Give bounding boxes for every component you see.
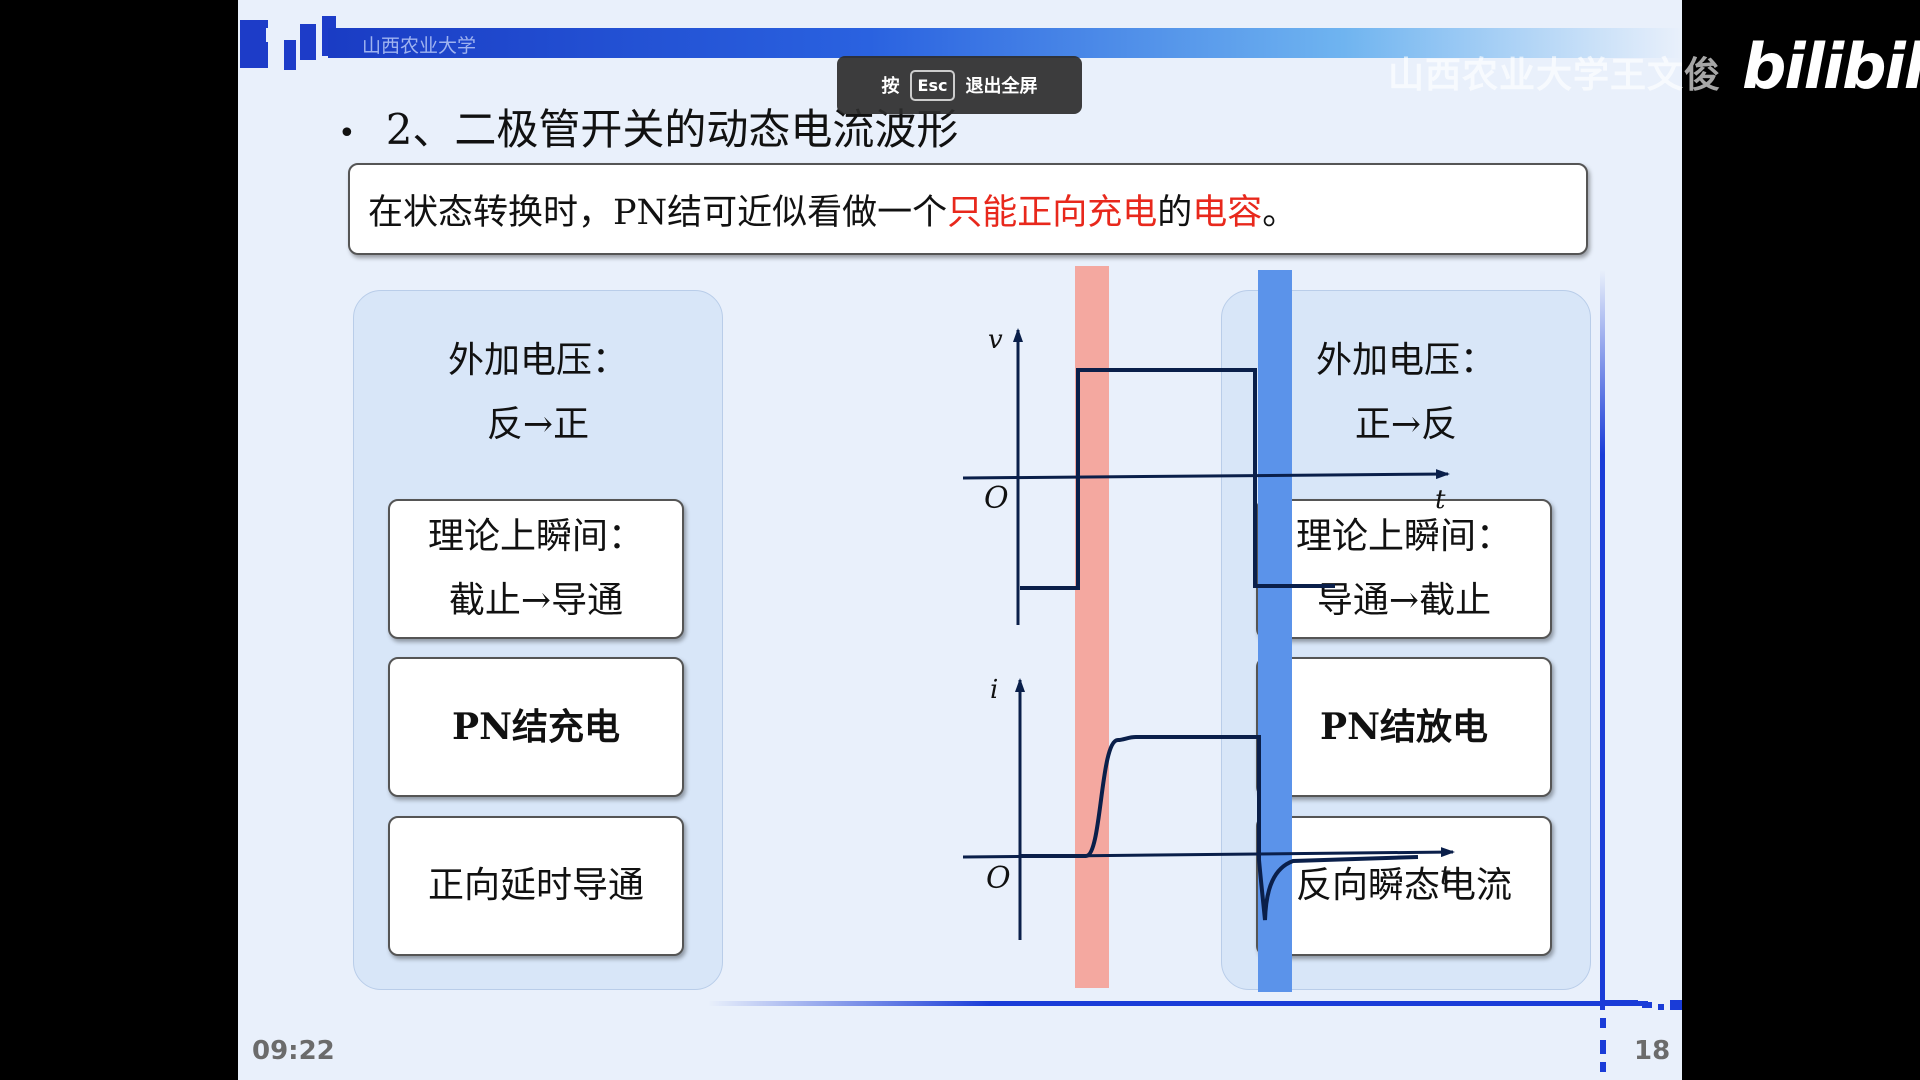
note-box: 在状态转换时，PN结可近似看做一个只能正向充电的电容。 <box>348 163 1588 255</box>
page-number: 18 <box>1634 1036 1671 1066</box>
left-card-delay: 正向延时导通 <box>388 816 684 956</box>
esc-key-badge: Esc <box>909 69 956 101</box>
exit-fullscreen-toast[interactable]: 按 Esc 退出全屏 <box>837 56 1082 114</box>
slide: 山西农业大学 •2、二极管开关的动态电流波形 在状态转换时，PN结可近似看做一个… <box>238 0 1682 1080</box>
right-head-line1: 外加电压： <box>1315 340 1496 381</box>
uploader-watermark: 山西农业大学王文俊 <box>1388 55 1722 96</box>
university-label: 山西农业大学 <box>362 35 477 57</box>
note-highlight2: 电容 <box>1192 192 1263 233</box>
origin-label-voltage: O <box>984 481 1009 516</box>
origin-label-current: O <box>986 861 1011 896</box>
left-card1-line1: 理论上瞬间： <box>427 516 644 557</box>
v-axis-label: v <box>988 325 1003 355</box>
note-part3: 。 <box>1262 192 1298 233</box>
right-card1-line2: 导通→截止 <box>1316 580 1492 621</box>
right-panel-heading: 外加电压： 正→反 <box>1222 329 1590 457</box>
t-axis-label-voltage: t <box>1435 485 1446 515</box>
current-waveform <box>1020 735 1419 921</box>
right-card-reverse: 反向瞬态电流 <box>1256 816 1552 956</box>
waveform-diagram: v O t i O t <box>962 266 1455 992</box>
t-axis-label-current: t <box>1440 861 1451 891</box>
time-code: 09:22 <box>252 1036 335 1066</box>
left-card-charge: PN结充电 <box>388 657 684 797</box>
note-part1: 在状态转换时，PN结可近似看做一个 <box>368 192 948 233</box>
bottom-accent-line <box>708 1001 1648 1006</box>
right-card-discharge: PN结放电 <box>1256 657 1552 797</box>
right-accent-line <box>1600 270 1605 1010</box>
fall-highlight-band <box>1258 270 1292 992</box>
header-logo-blocks <box>238 0 358 72</box>
right-head-line2: 正→反 <box>1354 404 1458 445</box>
note-highlight1: 只能正向充电 <box>947 192 1158 233</box>
bilibili-logo: bilibili <box>1742 30 1920 103</box>
i-axis-label: i <box>990 675 998 705</box>
left-card1-line2: 截止→导通 <box>448 580 624 621</box>
left-head-line1: 外加电压： <box>447 340 628 381</box>
esc-toast-suffix: 退出全屏 <box>965 76 1038 97</box>
header-bar <box>328 28 1682 58</box>
t-axis-voltage <box>962 469 1450 480</box>
right-card-theory: 理论上瞬间： 导通→截止 <box>1256 499 1552 639</box>
note-part2: 的 <box>1157 192 1193 233</box>
left-head-line2: 反→正 <box>486 404 590 445</box>
voltage-waveform <box>1020 368 1335 590</box>
esc-toast-prefix: 按 <box>881 76 900 97</box>
left-panel: 外加电压： 反→正 理论上瞬间： 截止→导通 PN结充电 正向延时导通 <box>353 290 723 990</box>
title-bullet: • <box>338 115 356 151</box>
rise-highlight-band <box>1075 266 1109 988</box>
right-card1-line1: 理论上瞬间： <box>1295 516 1512 557</box>
left-card-theory: 理论上瞬间： 截止→导通 <box>388 499 684 639</box>
left-panel-heading: 外加电压： 反→正 <box>354 329 722 457</box>
